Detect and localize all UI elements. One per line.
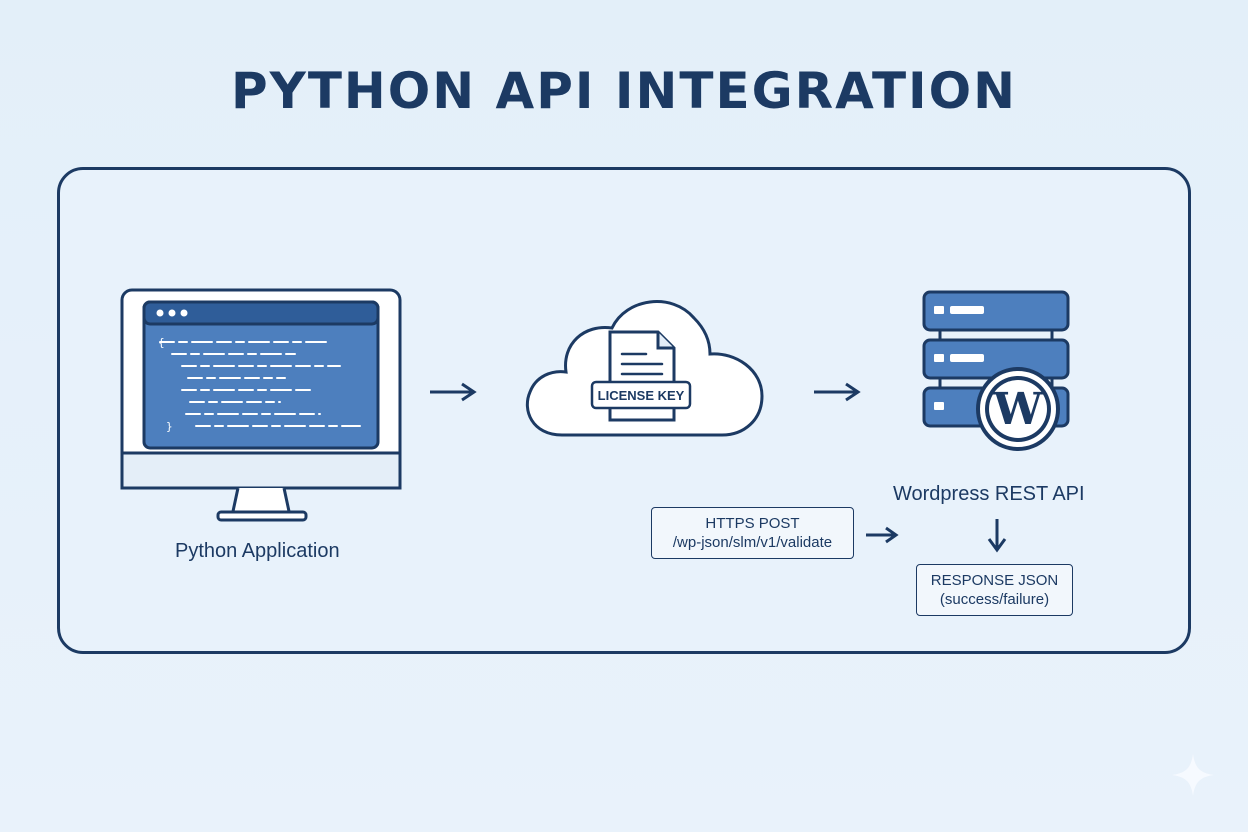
svg-text:}: } <box>166 420 173 433</box>
request-box: HTTPS POST /wp-json/slm/v1/validate <box>651 507 854 559</box>
diagram-title: PYTHON API INTEGRATION <box>230 62 1018 120</box>
arrow-right-icon <box>814 382 861 402</box>
request-endpoint: /wp-json/slm/v1/validate <box>672 534 833 551</box>
wordpress-server-icon: W <box>922 290 1070 451</box>
request-method: HTTPS POST <box>705 515 800 532</box>
arrow-down-icon <box>987 519 1007 553</box>
response-box: RESPONSE JSON (success/failure) <box>916 564 1073 616</box>
arrow-right-icon <box>430 382 477 402</box>
python-app-label: Python Application <box>175 540 340 562</box>
response-status: (success/failure) <box>939 591 1050 608</box>
monitor-code-icon: { } <box>120 288 402 522</box>
license-key-badge: LICENSE KEY <box>597 388 685 403</box>
cloud-document-icon <box>525 300 764 437</box>
sparkle-icon <box>1172 754 1214 796</box>
svg-text:{: { <box>158 336 165 349</box>
arrow-right-icon <box>866 526 899 544</box>
response-type: RESPONSE JSON <box>930 572 1059 589</box>
wordpress-api-label: Wordpress REST API <box>893 483 1085 505</box>
svg-text:W: W <box>992 384 1043 435</box>
